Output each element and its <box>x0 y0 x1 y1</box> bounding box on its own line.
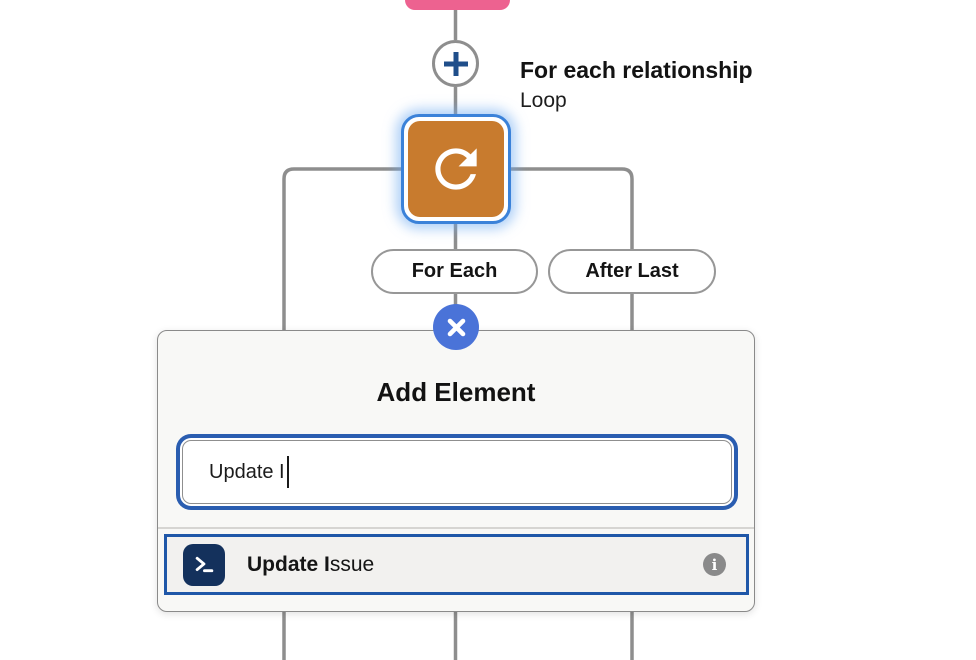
loop-node[interactable] <box>401 114 511 224</box>
branch-label-after-last: After Last <box>548 249 716 294</box>
result-label-match: Update I <box>247 552 330 576</box>
branch-label-for-each: For Each <box>371 249 538 294</box>
close-icon <box>447 318 465 336</box>
branch-label-text: After Last <box>585 260 679 282</box>
text-caret <box>286 456 289 488</box>
previous-node-fragment[interactable] <box>405 0 510 10</box>
terminal-icon <box>183 543 225 586</box>
loop-icon <box>435 148 477 190</box>
loop-node-type: Loop <box>520 89 567 112</box>
result-label-rest: ssue <box>329 552 375 576</box>
plus-icon <box>443 51 468 76</box>
add-element-popover: Add Element Update I Update Issue i <box>157 330 755 612</box>
add-element-plus-button[interactable] <box>432 40 479 87</box>
loop-node-tile <box>408 121 504 217</box>
result-label: Update Issue <box>247 553 374 577</box>
search-input-value: Update I <box>209 460 285 483</box>
search-result-update-issue[interactable]: Update Issue i <box>164 534 749 595</box>
close-popover-button[interactable] <box>433 304 479 350</box>
branch-label-text: For Each <box>411 260 498 282</box>
popover-title: Add Element <box>376 377 536 407</box>
popover-divider <box>158 527 754 529</box>
loop-node-title: For each relationship <box>520 57 753 83</box>
info-icon[interactable]: i <box>703 553 726 576</box>
loop-node-label: For each relationship Loop <box>520 55 753 116</box>
element-search-input[interactable]: Update I <box>182 440 732 504</box>
